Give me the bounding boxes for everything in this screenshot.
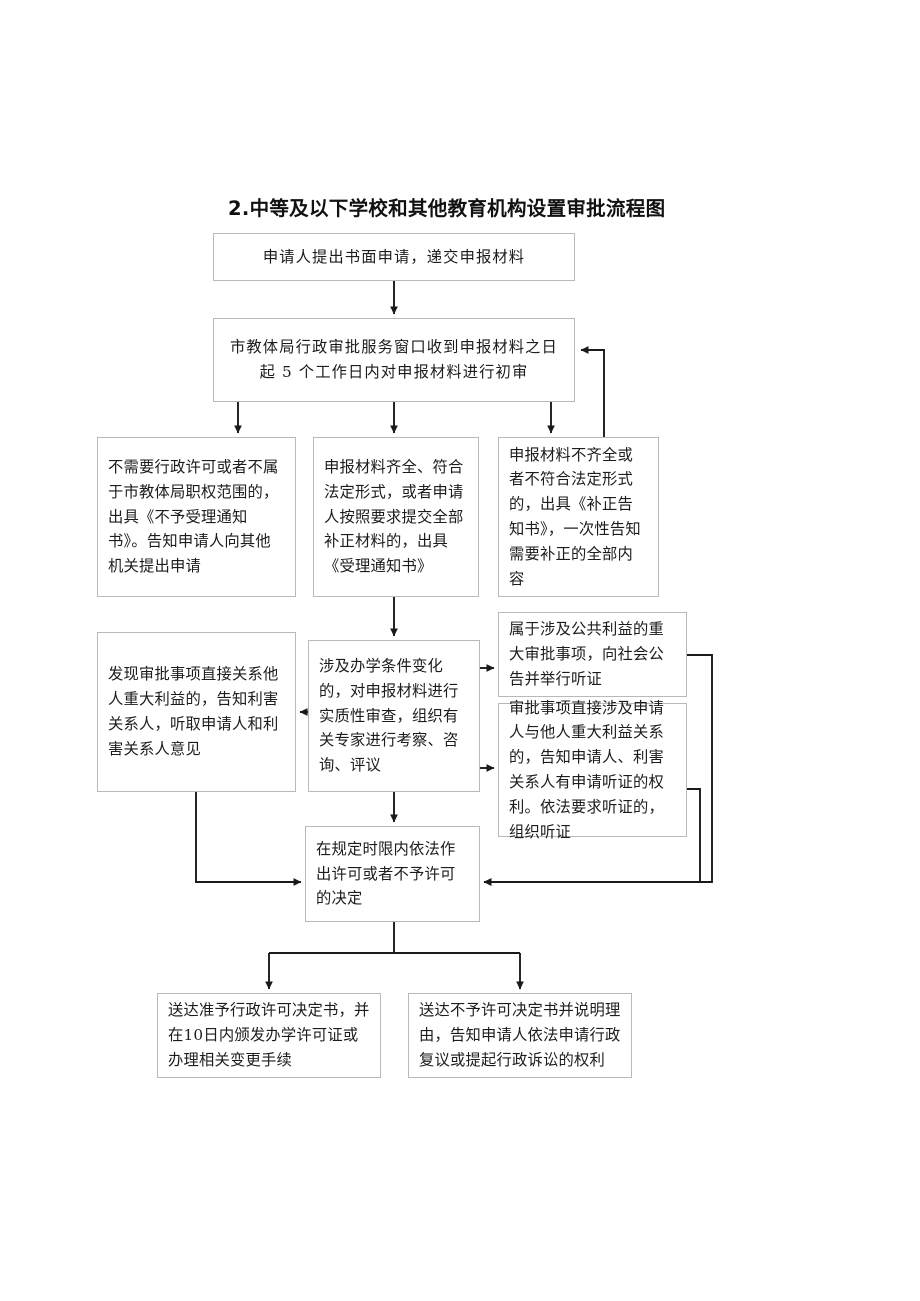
node-not-accepted-label: 不需要行政许可或者不属于市教体局职权范围的，出具《不予受理通知书》。告知申请人向… xyxy=(108,458,279,576)
node-stakeholder-opinion[interactable]: 发现审批事项直接关系他人重大利益的，告知利害关系人，听取申请人和利害关系人意见 xyxy=(97,632,296,792)
node-public-interest-hearing[interactable]: 属于涉及公共利益的重大审批事项，向社会公告并举行听证 xyxy=(498,612,687,697)
node-license-granted-label: 送达准予行政许可决定书，并在10日内颁发办学许可证或办理相关变更手续 xyxy=(168,1001,370,1069)
node-party-hearing-right[interactable]: 审批事项直接涉及申请人与他人重大利益关系的，告知申请人、利害关系人有申请听证的权… xyxy=(498,699,687,841)
node-decision[interactable]: 在规定时限内依法作出许可或者不予许可的决定 xyxy=(305,826,480,922)
node-apply[interactable]: 申请人提出书面申请，递交申报材料 xyxy=(213,233,575,281)
node-needs-correction[interactable]: 申报材料不齐全或者不符合法定形式的，出具《补正告知书》，一次性告知需要补正的全部… xyxy=(498,437,659,597)
node-not-accepted[interactable]: 不需要行政许可或者不属于市教体局职权范围的，出具《不予受理通知书》。告知申请人向… xyxy=(97,437,296,597)
node-window-initial-review[interactable]: 市教体局行政审批服务窗口收到申报材料之日起 5 个工作日内对申报材料进行初审 xyxy=(213,318,575,402)
node-substantive-review-label: 涉及办学条件变化的，对申报材料进行实质性审查，组织有关专家进行考察、咨询、评议 xyxy=(319,657,459,775)
node-decision-label: 在规定时限内依法作出许可或者不予许可的决定 xyxy=(316,839,456,908)
node-license-denied[interactable]: 送达不予许可决定书并说明理由，告知申请人依法申请行政复议或提起行政诉讼的权利 xyxy=(408,993,632,1078)
node-substantive-review[interactable]: 涉及办学条件变化的，对申报材料进行实质性审查，组织有关专家进行考察、咨询、评议 xyxy=(308,640,480,792)
node-public-interest-hearing-label: 属于涉及公共利益的重大审批事项，向社会公告并举行听证 xyxy=(509,620,664,688)
node-party-hearing-label: 审批事项直接涉及申请人与他人重大利益关系的，告知申请人、利害关系人有申请听证的权… xyxy=(509,698,664,841)
node-accepted-label: 申报材料齐全、符合法定形式，或者申请人按照要求提交全部补正材料的，出具《受理通知… xyxy=(324,458,464,576)
page-title: 2.中等及以下学校和其他教育机构设置审批流程图 xyxy=(228,197,666,220)
node-apply-label: 申请人提出书面申请，递交申报材料 xyxy=(262,247,526,266)
node-accepted[interactable]: 申报材料齐全、符合法定形式，或者申请人按照要求提交全部补正材料的，出具《受理通知… xyxy=(313,437,479,597)
node-license-granted[interactable]: 送达准予行政许可决定书，并在10日内颁发办学许可证或办理相关变更手续 xyxy=(157,993,381,1078)
node-license-denied-label: 送达不予许可决定书并说明理由，告知申请人依法申请行政复议或提起行政诉讼的权利 xyxy=(419,1001,621,1069)
node-needs-correction-label: 申报材料不齐全或者不符合法定形式的，出具《补正告知书》，一次性告知需要补正的全部… xyxy=(509,445,641,588)
node-stakeholder-opinion-label: 发现审批事项直接关系他人重大利益的，告知利害关系人，听取申请人和利害关系人意见 xyxy=(108,665,279,758)
node-window-label: 市教体局行政审批服务窗口收到申报材料之日起 5 个工作日内对申报材料进行初审 xyxy=(230,338,558,381)
edge-interest-decide xyxy=(195,792,302,886)
